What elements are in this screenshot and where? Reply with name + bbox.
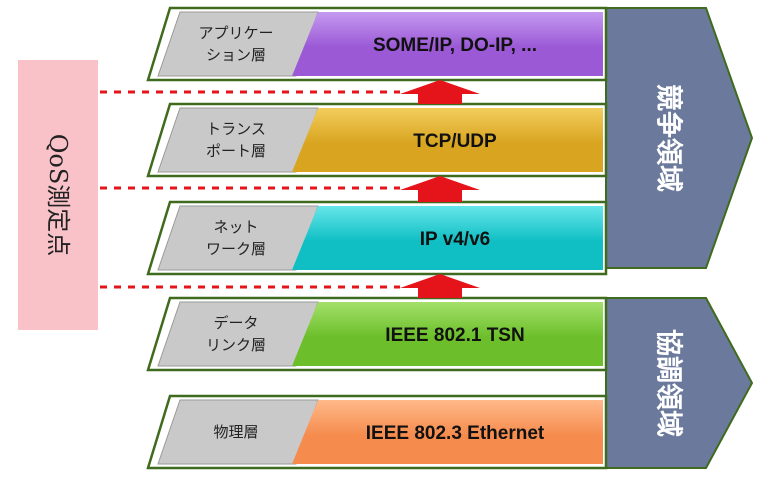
cooperative-domain-label: 協調領域 xyxy=(653,329,685,437)
layer-label-line: アプリケー xyxy=(198,24,273,42)
layer-label-box xyxy=(157,11,319,77)
layer-label-box xyxy=(157,301,319,367)
layer-protocol-band xyxy=(292,400,603,464)
layer-protocol-text: IEEE 802.1 TSN xyxy=(385,325,524,346)
layer-protocol-text: TCP/UDP xyxy=(413,131,497,152)
layer-label-line: リンク層 xyxy=(206,336,266,354)
competitive-domain-label: 競争領域 xyxy=(653,84,685,192)
layer-protocol-text: SOME/IP, DO-IP, ... xyxy=(373,35,537,56)
up-arrow-2 xyxy=(400,176,480,202)
layer-arrows xyxy=(400,80,480,298)
qos-measurement-box xyxy=(18,60,98,330)
layer-label-box xyxy=(157,107,319,173)
layer-label-line: ポート層 xyxy=(206,142,266,160)
layer-protocol-band xyxy=(292,108,603,172)
layer-protocol-band xyxy=(292,12,603,76)
layer-protocol-band xyxy=(292,206,603,270)
layer-label-box xyxy=(157,205,319,271)
layer-label-line: 物理層 xyxy=(213,423,258,441)
layer-protocol-text: IEEE 802.3 Ethernet xyxy=(366,423,545,444)
qos-label: QoS測定点 xyxy=(44,134,72,257)
layer-label-line: ワーク層 xyxy=(206,240,266,258)
layer-row-5: 物理層 IEEE 802.3 Ethernet xyxy=(146,394,608,470)
layer-label-line: トランス xyxy=(206,120,266,138)
layer-label-line: ション層 xyxy=(206,46,266,64)
layer-label-line: データ xyxy=(213,314,258,332)
layer-protocol-text: IP v4/v6 xyxy=(420,229,490,250)
up-arrow-1 xyxy=(400,80,480,104)
layer-label-line: ネット xyxy=(213,218,258,236)
layer-protocol-band xyxy=(292,302,603,366)
up-arrow-3 xyxy=(400,274,480,298)
